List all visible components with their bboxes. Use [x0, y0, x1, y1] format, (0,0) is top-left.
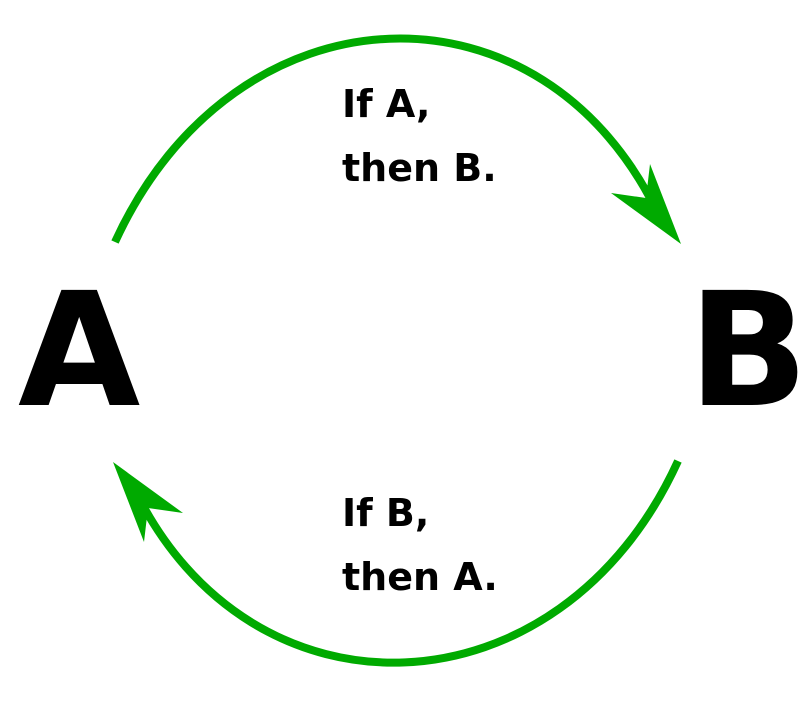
edge-label-b-to-a-line2: then A. — [342, 555, 498, 599]
arrow-a-to-b — [111, 34, 664, 244]
edge-label-a-to-b-line2: then B. — [342, 146, 497, 190]
node-b: B — [688, 259, 800, 443]
arrow-b-to-a — [130, 459, 682, 667]
arrowhead-b-to-a — [113, 462, 183, 542]
edge-label-b-to-a-line1: If B, — [342, 491, 429, 535]
node-a: A — [18, 259, 140, 443]
edge-label-a-to-b-line1: If A, — [342, 82, 430, 126]
arrowhead-a-to-b — [611, 164, 681, 244]
